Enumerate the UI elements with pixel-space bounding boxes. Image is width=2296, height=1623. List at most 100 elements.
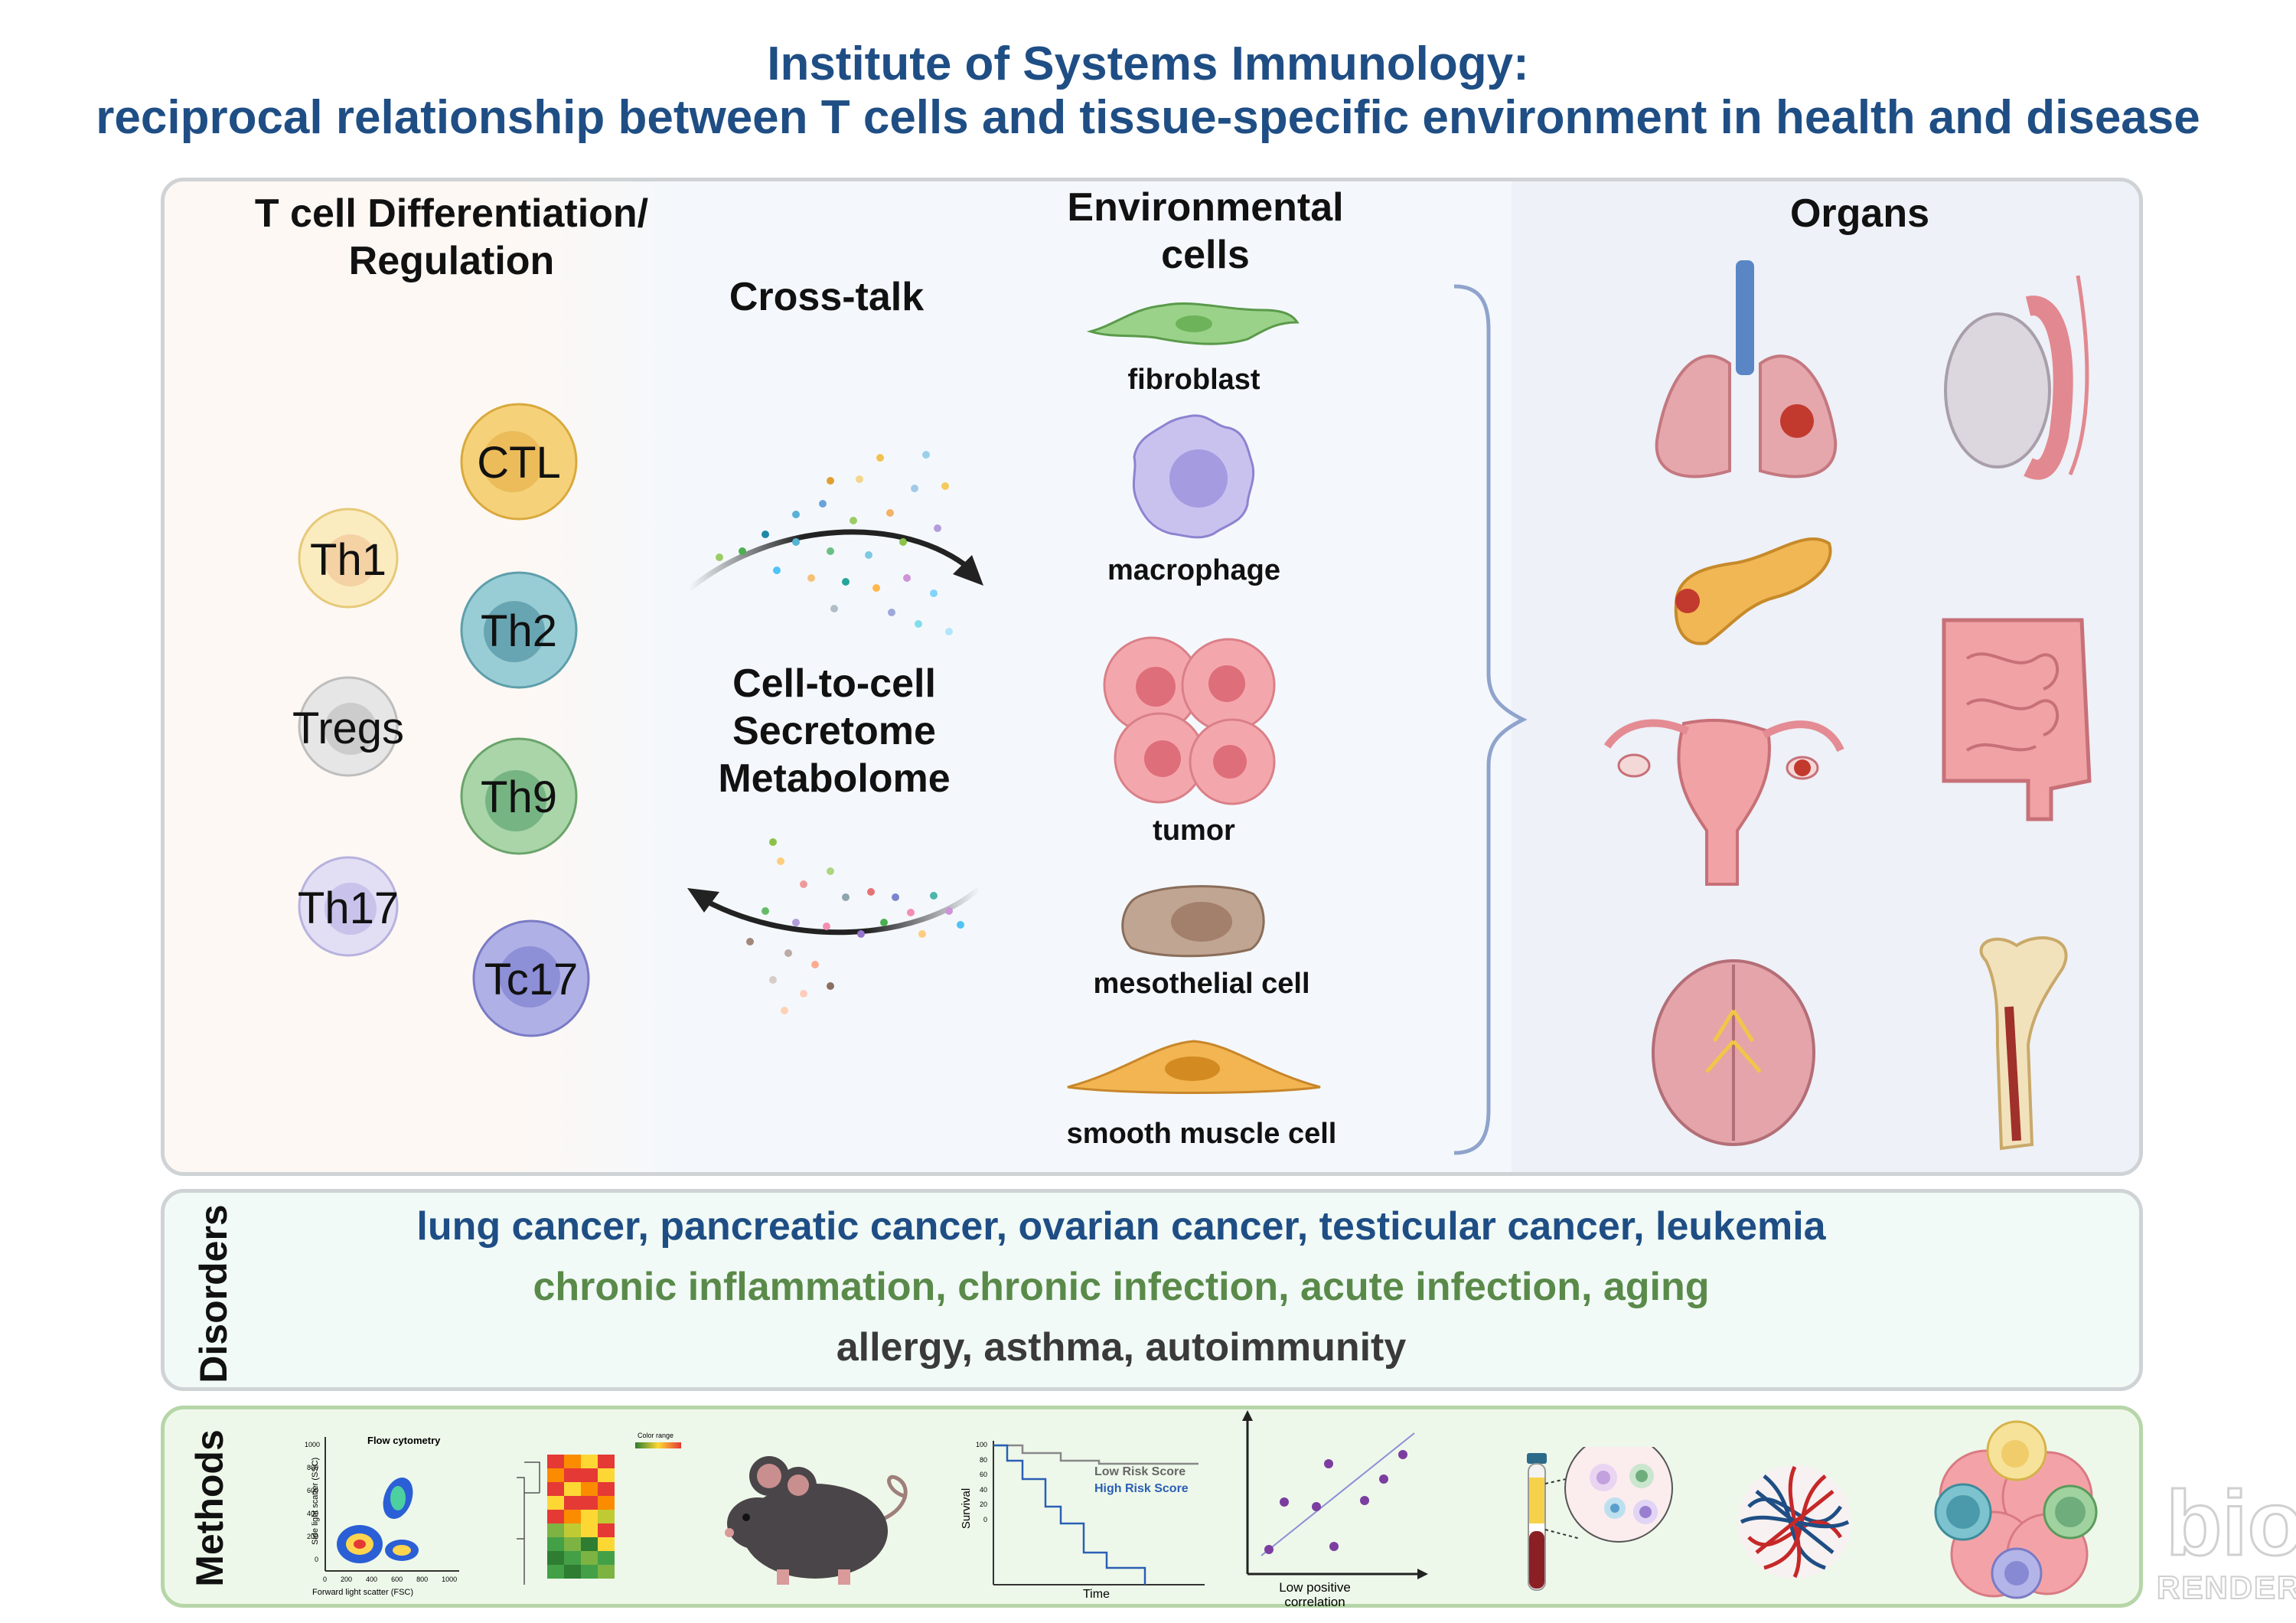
flow-xtick: 1000	[442, 1576, 458, 1583]
arrow-to-tcells	[695, 886, 982, 936]
tcell-label-tregs: Tregs	[292, 704, 405, 753]
tcell-label-th1: Th1	[310, 535, 386, 585]
flow-xtick: 200	[341, 1576, 353, 1583]
survival-low-risk: Low Risk Score	[1094, 1465, 1186, 1478]
cell-icon	[460, 737, 578, 855]
uterus-icon	[1603, 718, 1844, 886]
secretome-particles-bottom	[746, 838, 964, 1014]
arrow-head-right	[953, 555, 983, 586]
tcell-label-tc17: Tc17	[484, 955, 579, 1004]
env-label-smooth-muscle: smooth muscle cell	[1066, 1118, 1337, 1150]
flow-ytick: 1000	[305, 1441, 321, 1448]
intestine-icon	[1942, 618, 2092, 821]
arrow-to-environment	[687, 529, 974, 592]
tcell-tc17: Tc17	[471, 919, 591, 1038]
correlation-xlabel: Low positive correlation	[1279, 1580, 1351, 1609]
mesothelial-cell-icon	[1121, 885, 1265, 958]
flow-ytick: 600	[306, 1487, 318, 1494]
flow-title: Flow cytometry	[367, 1435, 441, 1446]
cell-icon	[460, 403, 578, 521]
survival-high-risk: High Risk Score	[1094, 1482, 1189, 1495]
organs-heading: Organs	[1789, 191, 1930, 236]
survival-ylabel: Survival	[960, 1487, 974, 1530]
flow-ytick: 800	[306, 1464, 318, 1471]
tcell-label-th9: Th9	[481, 772, 557, 822]
heatmap-legend-label: Color range	[638, 1432, 674, 1439]
cell-icon	[460, 571, 578, 689]
tcell-heading: T cell Differentiation/ Regulation	[254, 191, 649, 283]
flow-xtick: 800	[416, 1576, 429, 1583]
survival-axes	[993, 1441, 1205, 1585]
cell-icon	[298, 508, 399, 609]
environmental-heading: Environmental cells	[1067, 185, 1344, 277]
survival-ytick: 100	[975, 1441, 987, 1448]
testis-icon	[1944, 275, 2089, 480]
tcell-th9: Th9	[459, 736, 579, 856]
flow-xlabel: Forward light scatter (FSC)	[312, 1588, 414, 1597]
correlation-plot: Low positive correlation	[1238, 1410, 1430, 1609]
macrophage-icon	[1132, 414, 1255, 539]
flow-yticks: 1000 800 600 400 200 0	[305, 1433, 321, 1571]
title-line-1: Institute of Systems Immunology:	[767, 38, 1529, 90]
arrow-head-left	[687, 888, 719, 913]
disorders-label: Disorders	[192, 1204, 235, 1383]
secretome-particles-top	[716, 451, 953, 635]
tcell-ctl: CTL	[459, 402, 579, 521]
crosstalk-arrows	[687, 451, 983, 1014]
env-label-macrophage: macrophage	[1107, 554, 1280, 586]
lung-icon	[1655, 260, 1838, 478]
survival-yticks: 100 80 60 40 20 0	[974, 1438, 987, 1527]
tcell-th1: Th1	[297, 507, 400, 609]
chromatin-icon	[1738, 1465, 1851, 1579]
heatmap-legend-bar	[635, 1442, 681, 1448]
env-label-fibroblast: fibroblast	[1127, 364, 1261, 396]
flow-xtick: 0	[323, 1576, 328, 1583]
survival-ytick: 60	[979, 1471, 987, 1478]
methods-label: Methods	[188, 1429, 231, 1587]
correlation-axes	[1242, 1410, 1428, 1579]
flow-xtick: 600	[391, 1576, 403, 1583]
brain-icon	[1652, 959, 1815, 1146]
flow-ytick: 200	[306, 1533, 318, 1540]
fibroblast-icon	[1087, 302, 1300, 345]
tcell-label-th2: Th2	[481, 606, 557, 656]
heatmap-grid	[517, 1455, 615, 1585]
biorender-watermark: bio	[2165, 1472, 2296, 1575]
survival-ytick: 80	[979, 1455, 987, 1464]
disorders-allergy: allergy, asthma, autoimmunity	[836, 1325, 1407, 1370]
env-label-mesothelial: mesothelial cell	[1093, 968, 1310, 1000]
smooth-muscle-cell-icon	[1067, 1040, 1321, 1094]
title-line-2: reciprocal relationship between T cells …	[96, 91, 2200, 144]
survival-ytick: 40	[979, 1485, 987, 1494]
heatmap: Color range	[509, 1432, 693, 1600]
tumor-microenvironment-icon	[1934, 1420, 2098, 1599]
bone-icon	[1979, 936, 2068, 1151]
flow-xtick: 400	[366, 1576, 378, 1583]
disorders-cancer: lung cancer, pancreatic cancer, ovarian …	[416, 1204, 1826, 1249]
tcell-label-th17: Th17	[297, 883, 400, 933]
tcell-th2: Th2	[459, 570, 579, 690]
survival-ytick: 20	[979, 1501, 987, 1508]
flow-ytick: 400	[306, 1510, 318, 1517]
tumor-icon	[1103, 636, 1276, 805]
blood-tube-icon	[1527, 1447, 1673, 1591]
flow-ytick: 0	[314, 1556, 318, 1563]
cell-icon	[298, 856, 399, 957]
mouse-icon	[725, 1456, 908, 1585]
disorders-inflammation: chronic inflammation, chronic infection,…	[533, 1265, 1710, 1309]
flow-cytometry-plot: Flow cytometry Side light scatter (SSC) …	[283, 1425, 482, 1606]
survival-xlabel: Time	[1083, 1588, 1110, 1601]
flow-axes	[325, 1437, 459, 1572]
env-label-tumor: tumor	[1153, 815, 1235, 847]
crosstalk-mechanisms: Cell-to-cell Secretome Metabolome	[718, 661, 951, 801]
biorender-watermark-sub: RENDER	[2156, 1569, 2296, 1606]
pancreas-icon	[1674, 537, 1832, 645]
tcell-th17: Th17	[297, 855, 400, 958]
tcell-tregs: Tregs	[292, 675, 404, 778]
cell-icon	[298, 676, 399, 777]
crosstalk-heading: Cross-talk	[729, 275, 925, 319]
cell-icon	[472, 919, 590, 1037]
survival-ytick: 0	[983, 1515, 987, 1523]
curly-brace	[1453, 284, 1528, 1155]
disorders-panel	[161, 1189, 2143, 1391]
